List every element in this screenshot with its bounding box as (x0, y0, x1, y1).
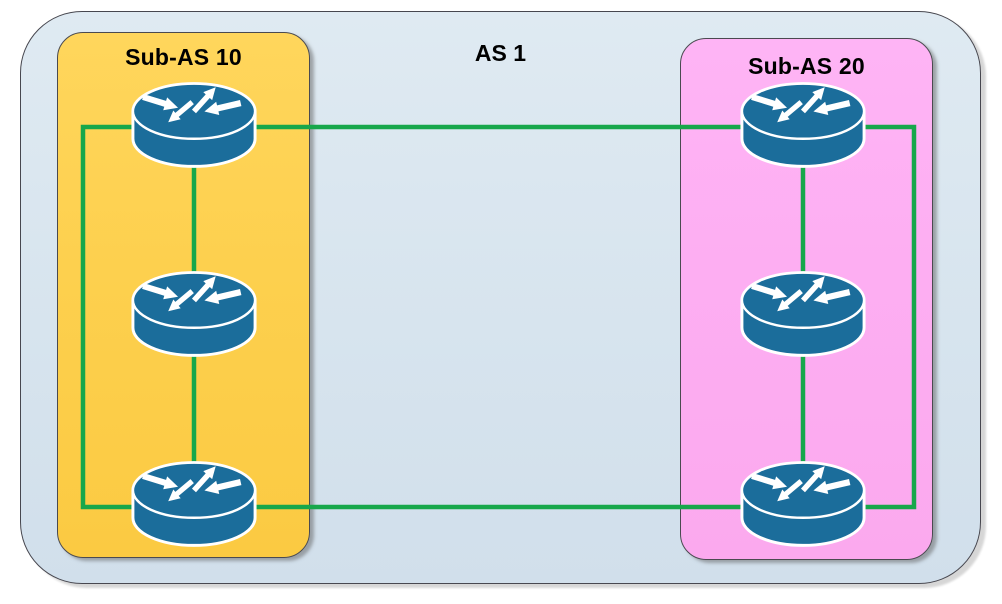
router-icon-r5 (737, 268, 869, 360)
sub-as-10-label: Sub-AS 10 (125, 44, 242, 70)
sub-as-20-label: Sub-AS 20 (748, 53, 865, 79)
router-icon-r3 (128, 458, 260, 550)
router-icon-r6 (737, 458, 869, 550)
router-icon-r4 (737, 79, 869, 171)
as1-label: AS 1 (474, 40, 527, 66)
router-icon-r2 (128, 268, 260, 360)
router-icon-r1 (128, 79, 260, 171)
